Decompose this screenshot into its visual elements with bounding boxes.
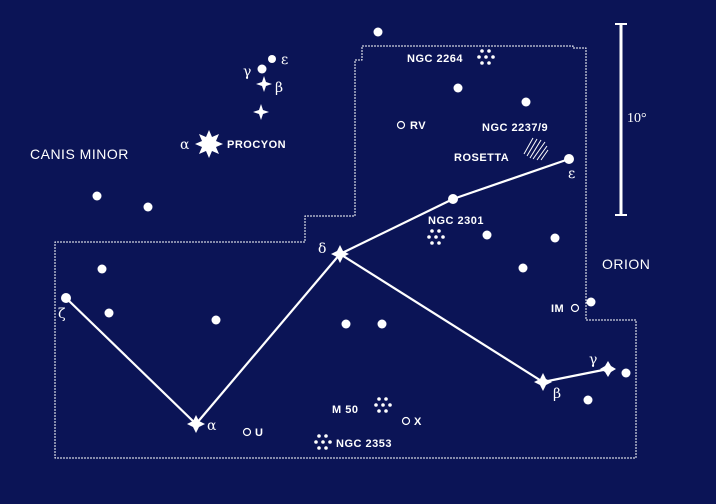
stars xyxy=(61,27,631,405)
star xyxy=(143,202,153,212)
star-delta xyxy=(331,245,349,263)
label-gamma-mon: γ xyxy=(589,352,597,368)
star xyxy=(92,191,102,201)
cluster-m50 xyxy=(374,397,392,413)
variable-stars xyxy=(242,120,580,437)
star xyxy=(583,395,593,405)
variable-u xyxy=(242,427,252,437)
star xyxy=(373,27,383,37)
label-delta: δ xyxy=(318,241,326,257)
label-rosetta: ROSETTA xyxy=(454,152,509,164)
star-beta-mon xyxy=(534,373,552,391)
cluster-ngc2353 xyxy=(314,434,332,450)
star xyxy=(621,368,631,378)
star xyxy=(521,97,531,107)
bright-stars xyxy=(187,76,616,433)
asterism-lines xyxy=(65,157,609,425)
star-gamma-cmi xyxy=(253,104,269,120)
label-alpha-cmi: α xyxy=(180,137,190,153)
star-epsilon-mon xyxy=(564,154,574,164)
variable-rv xyxy=(396,120,406,130)
star-beta-cmi xyxy=(256,76,272,92)
label-beta-cmi: β xyxy=(275,80,283,96)
label-orion: ORION xyxy=(602,256,650,272)
cluster-ngc2301 xyxy=(427,229,445,245)
star-ngc-anchor xyxy=(448,194,458,204)
cluster-ngc2264 xyxy=(477,49,495,65)
label-beta-mon: β xyxy=(553,386,561,402)
variable-x xyxy=(401,416,411,426)
constellation-boundary xyxy=(54,45,637,459)
label-alpha-mon: α xyxy=(207,418,217,434)
star xyxy=(341,319,351,329)
label-ngc2264: NGC 2264 xyxy=(407,53,463,65)
rosette-nebula xyxy=(523,137,549,161)
label-im: IM xyxy=(551,303,564,315)
star xyxy=(97,264,107,274)
star xyxy=(377,319,387,329)
star xyxy=(586,297,596,307)
label-gamma-cmi: γ xyxy=(243,64,251,80)
label-epsilon-cmi: ε xyxy=(281,52,288,68)
star xyxy=(453,83,463,93)
scale-bar xyxy=(615,23,627,216)
star xyxy=(268,55,276,63)
star xyxy=(518,263,528,273)
label-epsilon-mon: ε xyxy=(568,166,575,182)
star-zeta xyxy=(61,293,71,303)
label-ngc2237: NGC 2237/9 xyxy=(482,122,548,134)
star xyxy=(550,233,560,243)
label-procyon: PROCYON xyxy=(227,139,286,151)
label-m50: M 50 xyxy=(332,404,358,416)
label-ngc2301: NGC 2301 xyxy=(428,215,484,227)
star xyxy=(104,308,114,318)
variable-im xyxy=(570,303,580,313)
label-zeta: ζ xyxy=(58,306,66,322)
star xyxy=(257,64,267,74)
label-u: U xyxy=(255,427,263,439)
procyon-star xyxy=(195,130,223,158)
label-x: X xyxy=(414,416,422,428)
label-ngc2353: NGC 2353 xyxy=(336,438,392,450)
scale-label: 10° xyxy=(627,111,647,126)
label-canis-minor: CANIS MINOR xyxy=(30,146,129,162)
star-alpha-mon xyxy=(187,415,205,433)
star xyxy=(482,230,492,240)
label-rv: RV xyxy=(410,120,426,132)
star xyxy=(211,315,221,325)
star-gamma-mon xyxy=(600,361,616,377)
